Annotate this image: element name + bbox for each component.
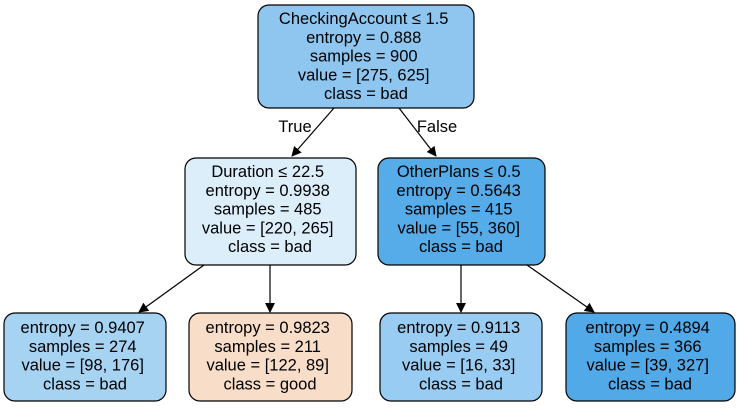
node-right-line: class = bad [419,238,503,256]
node-leaf-lr-line: class = good [223,375,316,393]
node-leaf-rr-line: samples = 366 [594,338,702,356]
node-leaf-rl-line: value = [16, 33] [402,357,515,375]
node-leaf-ll: entropy = 0.9407 samples = 274 value = [… [3,312,167,402]
edge-left-to-ll [138,264,205,313]
svg-text:entropy = 0.4894 samples: entropy = 0.4894 samples = 366 value = [… [586,319,715,393]
node-leaf-lr-line: value = [122, 89] [206,357,328,375]
edge-label-false: False [417,118,457,136]
node-right-line: OtherPlans ≤ 0.5 [397,163,521,181]
node-left-box [184,157,357,266]
node-leaf-lr-box [188,312,353,402]
node-root-line: samples = 900 [310,48,418,66]
node-leaf-rl-line: entropy = 0.9113 [397,319,520,337]
svg-text:CheckingAccount ≤ 1.5 en: CheckingAccount ≤ 1.5 entropy = 0.888 sa… [279,10,453,103]
svg-text:Duration ≤ 22.5 entropy: Duration ≤ 22.5 entropy = 0.9938 samples… [202,163,338,256]
edge-root-to-left [291,107,335,157]
node-leaf-ll-line: value = [98, 176] [21,357,143,375]
node-root: CheckingAccount ≤ 1.5 entropy = 0.888 sa… [257,4,475,109]
node-left-line: Duration ≤ 22.5 [211,163,324,181]
svg-text:entropy = 0.9823 samples: entropy = 0.9823 samples = 211 value = [… [206,319,335,393]
edge-right-to-rr [526,264,595,313]
svg-text:OtherPlans ≤ 0.5 entropy: OtherPlans ≤ 0.5 entropy = 0.5643 sample… [397,163,526,256]
node-right-line: samples = 415 [405,201,513,219]
node-leaf-rl-line: class = bad [419,375,503,393]
node-leaf-ll-line: entropy = 0.9407 [21,319,145,337]
node-leaf-ll-line: samples = 274 [29,338,137,356]
node-leaf-lr-line: entropy = 0.9823 [206,319,330,337]
node-leaf-rr: entropy = 0.4894 samples = 366 value = [… [565,312,736,402]
node-right-box [377,157,546,266]
node-root-line: class = bad [324,85,408,103]
node-leaf-lr: entropy = 0.9823 samples = 211 value = [… [188,312,353,402]
node-leaf-rr-box [565,312,736,402]
node-leaf-rl: entropy = 0.9113 samples = 49 value = [1… [379,312,543,402]
node-leaf-rr-line: value = [39, 327] [586,357,708,375]
node-left-line: class = bad [228,238,312,256]
edge-label-true: True [278,118,311,136]
node-root-line: value = [275, 625] [298,66,430,84]
svg-text:entropy = 0.9113 samples: entropy = 0.9113 samples = 49 value = [1… [397,319,525,393]
node-right-line: value = [55, 360] [397,219,519,237]
node-leaf-ll-box [3,312,167,402]
node-left-line: samples = 485 [214,201,322,219]
node-left-line: value = [220, 265] [202,219,334,237]
node-root-line: CheckingAccount ≤ 1.5 [279,10,449,28]
node-left: Duration ≤ 22.5 entropy = 0.9938 samples… [184,157,357,266]
node-root-box [257,4,475,109]
node-left-line: entropy = 0.9938 [206,182,330,200]
svg-text:entropy = 0.9407 samples: entropy = 0.9407 samples = 274 value = [… [21,319,150,393]
node-right-line: entropy = 0.5643 [397,182,521,200]
node-leaf-rl-box [379,312,543,402]
node-leaf-rr-line: class = bad [608,375,692,393]
node-right: OtherPlans ≤ 0.5 entropy = 0.5643 sample… [377,157,546,266]
node-leaf-rl-line: samples = 49 [409,338,508,356]
node-leaf-rr-line: entropy = 0.4894 [586,319,710,337]
node-leaf-lr-line: samples = 211 [214,338,321,356]
node-leaf-ll-line: class = bad [43,375,127,393]
node-root-line: entropy = 0.888 [306,29,421,47]
edge-root-to-right [398,107,437,157]
